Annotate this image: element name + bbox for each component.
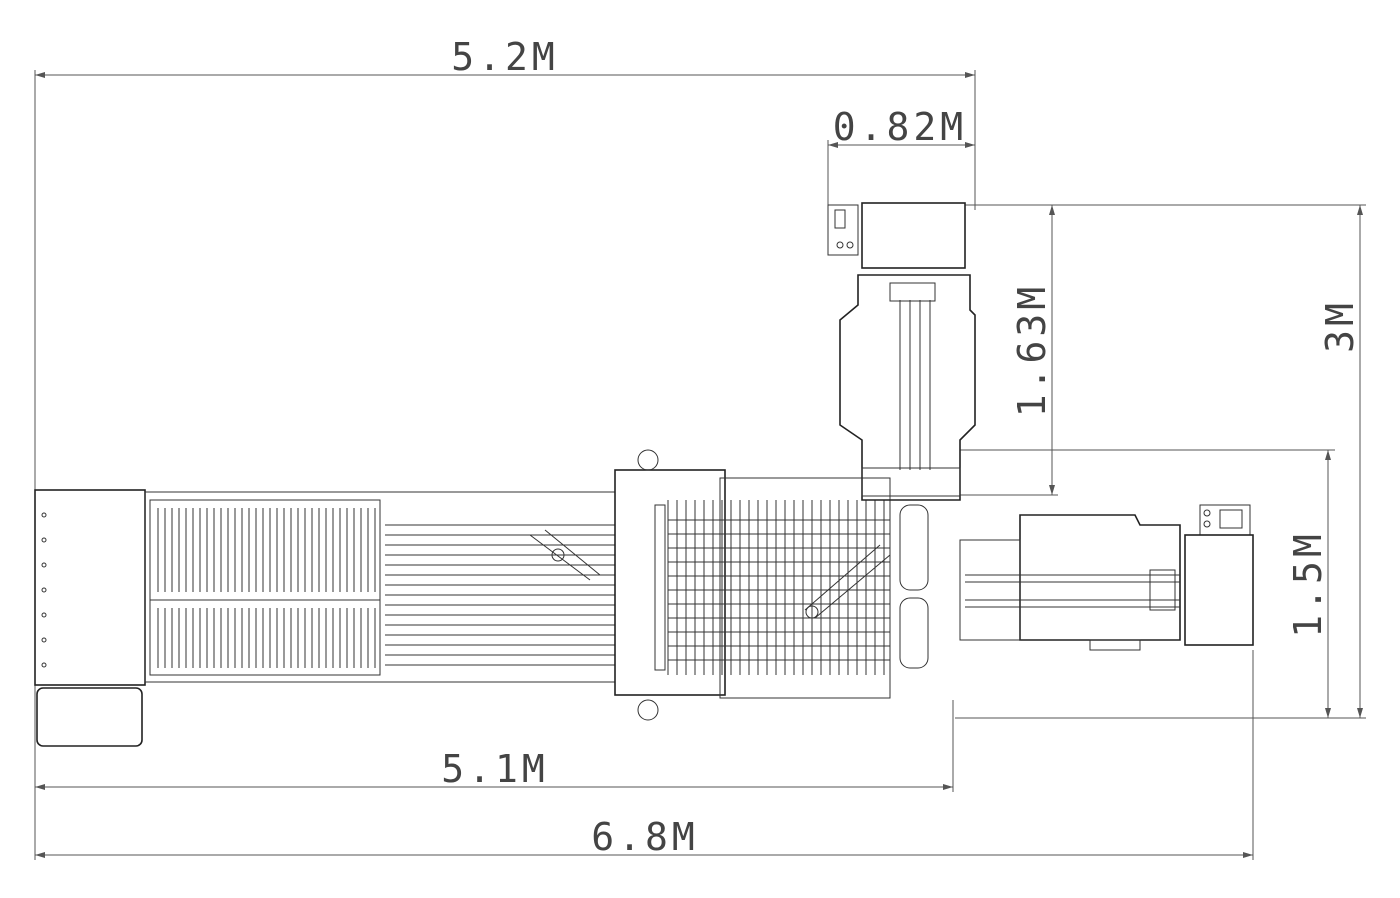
conveyor-rollers [157, 508, 376, 668]
dimension-lines [34, 70, 1366, 860]
main-machine [34, 449, 929, 747]
dim-label-1-63m: 1.63M [1010, 283, 1054, 417]
bolt [41, 662, 47, 668]
upper-control-panel [827, 204, 859, 256]
upper-frame [839, 274, 976, 501]
transfer-rails [385, 524, 615, 666]
dim-label-3m: 3M [1318, 299, 1362, 353]
right-unit [959, 504, 1254, 651]
bolt [41, 637, 47, 643]
bolt [41, 562, 47, 568]
upper-window [899, 504, 929, 591]
right-motor-housing [1184, 534, 1254, 646]
lower-window [899, 597, 929, 669]
extension-lines [34, 70, 1366, 860]
top-wheel [637, 449, 659, 471]
dim-label-5-2m: 5.2M [451, 35, 559, 79]
bolt [41, 512, 47, 518]
stacking-frame [719, 477, 891, 699]
bottom-wheel [637, 699, 659, 721]
bolt [41, 537, 47, 543]
frame-bolts [41, 512, 47, 668]
bolt [41, 587, 47, 593]
infeed-frame [34, 489, 146, 686]
right-frame [1019, 514, 1181, 641]
infeed-cart [36, 687, 143, 747]
dim-label-0-82m: 0.82M [833, 105, 967, 149]
dim-label-5-1m: 5.1M [441, 747, 549, 791]
upper-motor-housing [861, 202, 966, 269]
roller-bed [149, 499, 381, 676]
bolt [41, 612, 47, 618]
upper-unit [827, 202, 976, 501]
cutting-station [614, 469, 726, 696]
dim-label-6-8m: 6.8M [591, 815, 699, 859]
dim-label-1-5m: 1.5M [1286, 530, 1330, 638]
stacking-station-grid [667, 500, 890, 675]
